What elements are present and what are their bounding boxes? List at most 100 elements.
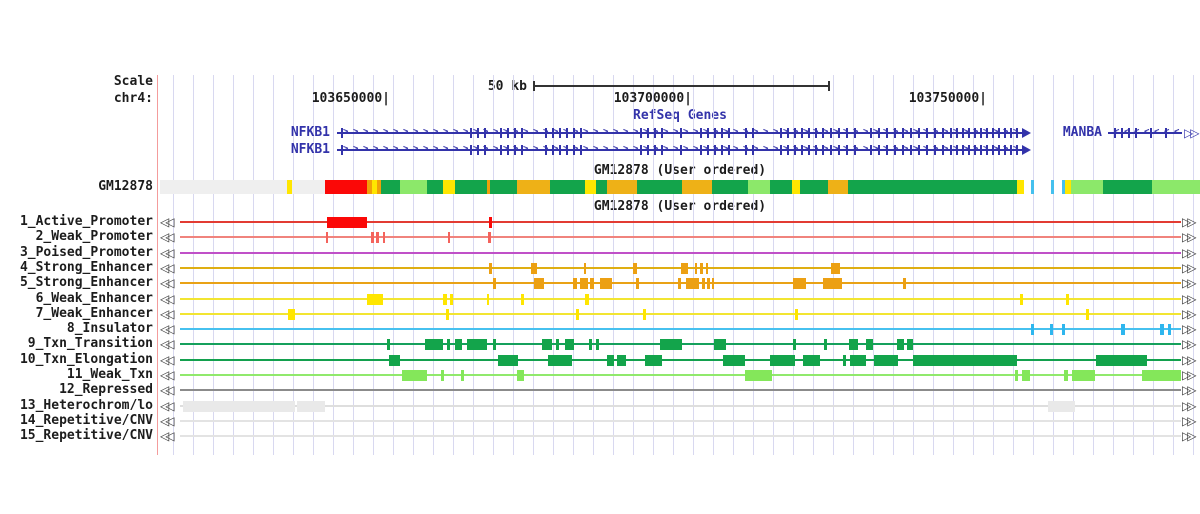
dense-state-segment[interactable] — [848, 180, 1017, 194]
prev-item-arrow-icon[interactable]: ◁◁ — [160, 230, 175, 244]
exon-tick[interactable] — [507, 128, 509, 138]
next-item-arrow-icon[interactable]: ▷▷ — [1182, 261, 1197, 275]
state-track-line[interactable] — [180, 298, 1181, 300]
state-feature[interactable] — [443, 294, 447, 305]
exon-tick[interactable] — [470, 128, 472, 138]
exon-tick[interactable] — [1135, 128, 1137, 138]
state-feature[interactable] — [556, 339, 559, 350]
exon-tick[interactable] — [902, 128, 904, 138]
state-feature[interactable] — [643, 309, 646, 320]
exon-tick[interactable] — [986, 128, 988, 138]
exon-tick[interactable] — [846, 145, 848, 155]
state-feature[interactable] — [371, 232, 374, 243]
exon-tick[interactable] — [714, 145, 716, 155]
state-track-line[interactable] — [180, 236, 1181, 238]
state-feature[interactable] — [387, 339, 390, 350]
exon-tick[interactable] — [942, 128, 944, 138]
state-feature[interactable] — [488, 232, 491, 243]
next-item-arrow-icon[interactable]: ▷▷ — [1182, 230, 1197, 244]
state-feature[interactable] — [1168, 324, 1171, 335]
exon-tick[interactable] — [794, 128, 796, 138]
state-feature[interactable] — [803, 355, 820, 366]
exon-tick[interactable] — [573, 128, 575, 138]
exon-tick[interactable] — [1165, 128, 1167, 138]
exon-tick[interactable] — [918, 145, 920, 155]
dense-state-segment[interactable] — [1034, 180, 1051, 194]
state-track-line[interactable] — [180, 267, 1181, 269]
state-feature[interactable] — [1142, 370, 1181, 381]
dense-state-segment[interactable] — [1051, 180, 1054, 194]
prev-item-arrow-icon[interactable]: ◁◁ — [160, 215, 175, 229]
dense-state-segment[interactable] — [1103, 180, 1152, 194]
state-feature[interactable] — [712, 278, 714, 289]
state-feature[interactable] — [376, 232, 379, 243]
exon-tick[interactable] — [745, 128, 747, 138]
prev-item-arrow-icon[interactable]: ◁◁ — [160, 307, 175, 321]
next-item-arrow-icon[interactable]: ▷▷ — [1182, 246, 1197, 260]
exon-tick[interactable] — [640, 145, 642, 155]
exon-tick[interactable] — [654, 145, 656, 155]
state-feature[interactable] — [1121, 324, 1125, 335]
state-feature[interactable] — [707, 278, 710, 289]
state-feature[interactable] — [596, 339, 599, 350]
exon-tick[interactable] — [974, 128, 976, 138]
exon-tick[interactable] — [992, 128, 994, 138]
state-feature[interactable] — [636, 278, 639, 289]
state-track-line[interactable] — [180, 420, 1181, 422]
exon-tick[interactable] — [707, 128, 709, 138]
exon-tick[interactable] — [521, 128, 523, 138]
exon-tick[interactable] — [956, 128, 958, 138]
state-feature[interactable] — [681, 263, 688, 274]
state-track-line[interactable] — [180, 374, 1181, 376]
exon-tick[interactable] — [680, 128, 682, 138]
exon-tick[interactable] — [934, 145, 936, 155]
exon-tick[interactable] — [1121, 128, 1123, 138]
state-track-line[interactable] — [180, 435, 1181, 437]
state-feature[interactable] — [907, 339, 913, 350]
exon-tick[interactable] — [470, 145, 472, 155]
state-feature[interactable] — [843, 355, 846, 366]
dense-state-segment[interactable] — [443, 180, 455, 194]
state-feature[interactable] — [1031, 324, 1034, 335]
dense-state-segment[interactable] — [487, 180, 490, 194]
exon-tick[interactable] — [1114, 128, 1116, 138]
gene-body[interactable] — [337, 149, 1022, 151]
state-feature[interactable] — [700, 263, 703, 274]
prev-item-arrow-icon[interactable]: ◁◁ — [160, 261, 175, 275]
exon-tick[interactable] — [886, 145, 888, 155]
gene-body[interactable] — [1108, 132, 1182, 134]
next-item-arrow-icon[interactable]: ▷▷ — [1182, 276, 1197, 290]
state-feature[interactable] — [723, 355, 745, 366]
state-feature[interactable] — [467, 339, 487, 350]
dense-state-segment[interactable] — [596, 180, 607, 194]
dense-state-segment[interactable] — [682, 180, 712, 194]
state-feature[interactable] — [706, 263, 708, 274]
state-feature[interactable] — [573, 278, 577, 289]
next-item-arrow-icon[interactable]: ▷▷ — [1182, 368, 1197, 382]
exon-tick[interactable] — [934, 128, 936, 138]
state-feature[interactable] — [617, 355, 626, 366]
exon-tick[interactable] — [846, 128, 848, 138]
state-feature[interactable] — [795, 309, 798, 320]
state-feature[interactable] — [448, 232, 450, 243]
dense-state-segment[interactable] — [828, 180, 848, 194]
exon-tick[interactable] — [1004, 128, 1006, 138]
exon-tick[interactable] — [707, 145, 709, 155]
exon-tick[interactable] — [822, 145, 824, 155]
next-item-arrow-icon[interactable]: ▷▷ — [1182, 414, 1197, 428]
exon-tick[interactable] — [980, 145, 982, 155]
exon-tick[interactable] — [986, 145, 988, 155]
exon-tick[interactable] — [552, 128, 554, 138]
exon-tick[interactable] — [514, 128, 516, 138]
dense-state-segment[interactable] — [748, 180, 770, 194]
exon-tick[interactable] — [926, 145, 928, 155]
exon-tick[interactable] — [962, 145, 964, 155]
dense-state-segment[interactable] — [712, 180, 748, 194]
state-feature[interactable] — [913, 355, 1017, 366]
state-feature[interactable] — [770, 355, 795, 366]
state-feature[interactable] — [489, 263, 492, 274]
state-feature[interactable] — [903, 278, 906, 289]
exon-tick[interactable] — [566, 145, 568, 155]
gene-body[interactable] — [337, 132, 1022, 134]
